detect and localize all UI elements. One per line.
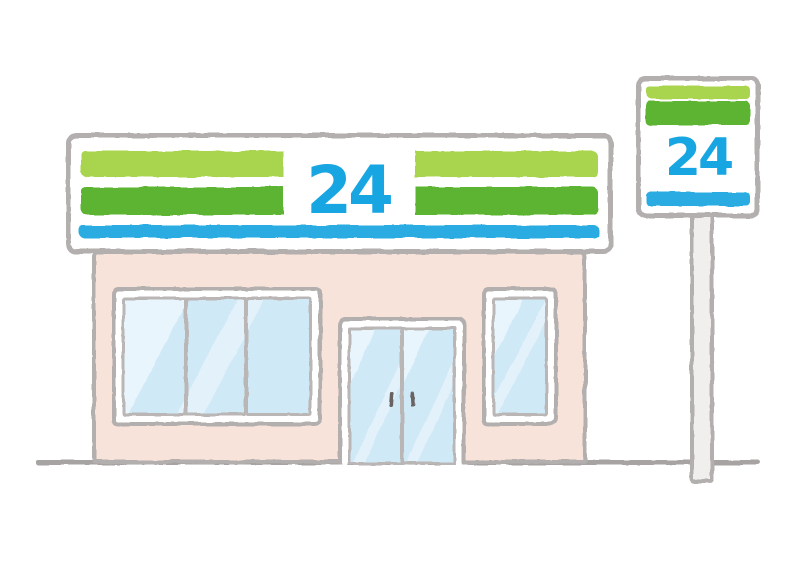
pole-sign-number: 24 xyxy=(664,128,734,188)
door-handle-right xyxy=(410,391,416,408)
storefront-sign-number: 24 xyxy=(306,152,394,229)
entrance-door xyxy=(338,317,466,465)
window-pane-divider xyxy=(244,300,249,413)
storefront-sign xyxy=(66,133,613,254)
pole-sign-stripe-blue xyxy=(646,192,750,206)
door-left-panel xyxy=(348,327,402,465)
window-pane-divider xyxy=(183,300,188,413)
pole-sign-stripe-light-green xyxy=(646,86,750,99)
left-window xyxy=(112,287,322,426)
sign-pole xyxy=(690,205,714,483)
right-window xyxy=(482,287,558,426)
pole-sign-stripe-green xyxy=(646,101,750,125)
right-window-glass xyxy=(492,297,548,416)
pole-sign xyxy=(636,76,760,218)
left-window-glass xyxy=(122,297,312,416)
door-right-panel xyxy=(402,327,456,465)
door-handle-left xyxy=(388,391,394,408)
sign-stripe-blue xyxy=(79,225,600,238)
sign-number-backplate xyxy=(283,138,415,222)
